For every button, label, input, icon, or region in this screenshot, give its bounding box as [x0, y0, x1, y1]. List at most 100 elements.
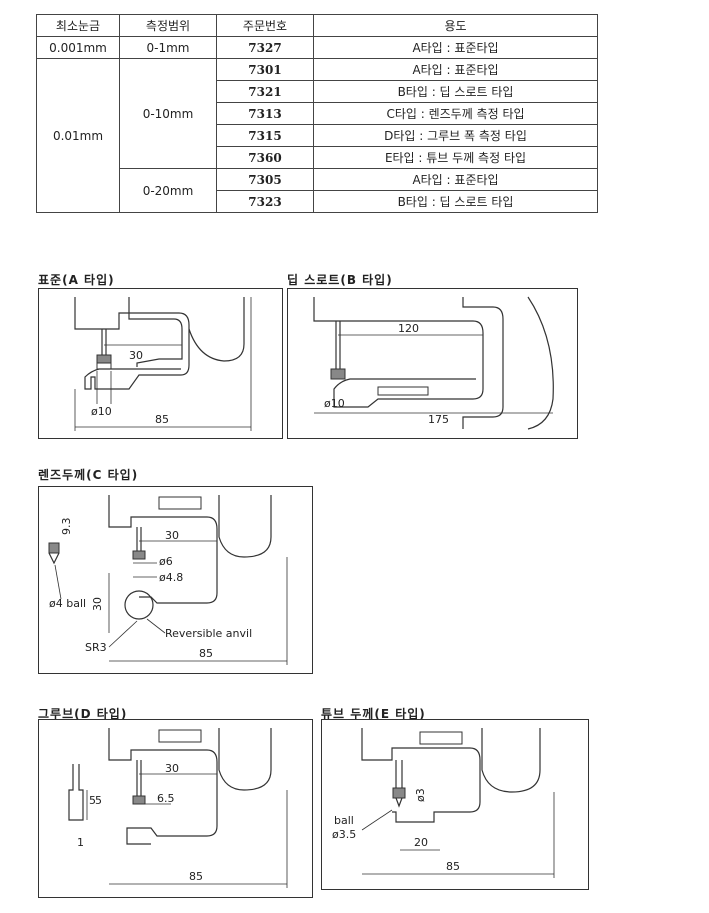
- ball-tip-point: [48, 552, 60, 565]
- drawing-type-a: 30 ø10 85: [38, 288, 283, 439]
- frame-outline: [108, 728, 218, 845]
- leader-line: [146, 618, 166, 634]
- dim-1: 1: [77, 836, 84, 849]
- ball-tip-point: [395, 797, 403, 808]
- frame-back: [188, 297, 245, 362]
- cell-code: 7327: [216, 36, 314, 59]
- cell-range: 0-1mm: [119, 36, 217, 59]
- spindle-knurl: [392, 787, 406, 799]
- name-plate: [377, 386, 429, 396]
- cell-resolution: 0.01mm: [36, 58, 120, 213]
- cell-use: A타입 : 표준타입: [313, 58, 598, 81]
- cell-code: 7305: [216, 168, 314, 191]
- cell-use: B타입 : 딥 스로트 타입: [313, 190, 598, 213]
- drawing-type-c: 30 ø6 ø4.8 9.3 ø4 ball 30 SR3 Reversible…: [38, 486, 313, 674]
- dim-30: 30: [129, 349, 143, 362]
- section-title-c: 렌즈두께(C 타입): [38, 468, 139, 482]
- frame-outline: [74, 297, 190, 390]
- section-title-a: 표준(A 타입): [38, 273, 115, 287]
- leader-line: [108, 620, 138, 648]
- anvil: [330, 368, 346, 380]
- dim-85: 85: [155, 413, 169, 426]
- spindle-knurl: [96, 354, 112, 364]
- dim-85: 85: [446, 860, 460, 873]
- cell-use: A타입 : 표준타입: [313, 168, 598, 191]
- name-plate: [158, 729, 202, 743]
- table-row: 0.01mm 0-10mm 7301 A타입 : 표준타입: [36, 58, 598, 213]
- spindle-knurl: [132, 550, 146, 560]
- col-header-range: 측정범위: [119, 14, 217, 37]
- col-header-use: 용도: [313, 14, 598, 37]
- cell-code: 7321: [216, 80, 314, 103]
- dim-85: 85: [199, 647, 213, 660]
- name-plate: [419, 731, 463, 745]
- cell-range: 0-10mm: [119, 58, 217, 169]
- dim-5a: 5: [89, 794, 96, 807]
- table-row: 0-20mm 7305 A타입 : 표준타입: [37, 168, 598, 213]
- dim-120: 120: [398, 322, 419, 335]
- cell-resolution: 0.001mm: [36, 36, 120, 59]
- frame-back: [527, 296, 554, 430]
- table-row: 0.001mm 0-1mm 7327 A타입 : 표준타입: [36, 36, 598, 59]
- table-row: 7323 B타입 : 딥 스로트 타입: [37, 190, 598, 213]
- frame-outline: [108, 495, 218, 604]
- ball-tip: [48, 542, 60, 554]
- cell-code: 7315: [216, 124, 314, 147]
- sr3-label: SR3: [85, 641, 107, 654]
- ball-label: ø4 ball: [49, 597, 86, 610]
- section-title-e: 튜브 두께(E 타입): [321, 707, 426, 721]
- cell-use: B타입 : 딥 스로트 타입: [313, 80, 598, 103]
- cell-code: 7323: [216, 190, 314, 213]
- drawing-type-d: 30 6.5 5 5 1 85: [38, 719, 313, 898]
- dim-dia48: ø4.8: [159, 571, 183, 584]
- ball-label: ball: [334, 814, 354, 827]
- frame-inner: [128, 297, 183, 367]
- reversible-anvil: [124, 590, 154, 620]
- name-plate: [158, 496, 202, 510]
- dim-dia10: ø10: [324, 397, 345, 410]
- cell-use: A타입 : 표준타입: [313, 36, 598, 59]
- frame-back: [218, 728, 272, 791]
- cell-code: 7301: [216, 58, 314, 81]
- section-title-d: 그루브(D 타입): [38, 707, 128, 721]
- drawing-type-e: ø3 ball ø3.5 20 85: [321, 719, 589, 890]
- frame-outline: [313, 297, 484, 408]
- cell-range: 0-20mm: [119, 168, 217, 213]
- dim-30: 30: [165, 762, 179, 775]
- dim-5b: 5: [95, 794, 102, 807]
- cell-code: 7313: [216, 102, 314, 125]
- leader-line: [361, 809, 393, 831]
- dim-dia10: ø10: [91, 405, 112, 418]
- dim-65: 6.5: [157, 792, 175, 805]
- dim-30v: 30: [91, 597, 104, 611]
- leader-line: [54, 564, 62, 600]
- spec-table: 최소눈금 측정범위 주문번호 용도 0.001mm 0-1mm 7327 A타입…: [36, 14, 598, 213]
- dim-dia35: ø3.5: [332, 828, 356, 841]
- anvil-label: Reversible anvil: [165, 627, 252, 640]
- dim-30: 30: [165, 529, 179, 542]
- drawing-type-b: 120 ø10 175: [287, 288, 578, 439]
- frame-back: [481, 728, 541, 793]
- frame-inner: [462, 297, 504, 429]
- cell-use: C타입 : 렌즈두께 측정 타입: [313, 102, 598, 125]
- dim-dia6: ø6: [159, 555, 173, 568]
- col-header-resolution: 최소눈금: [36, 14, 120, 37]
- section-title-b: 딥 스로트(B 타입): [287, 273, 393, 287]
- dim-93: 9.3: [60, 518, 73, 536]
- dim-20: 20: [414, 836, 428, 849]
- spindle-knurl: [132, 795, 146, 805]
- dim-dia3: ø3: [414, 788, 427, 802]
- col-header-code: 주문번호: [216, 14, 314, 37]
- blade-tip: [68, 764, 84, 821]
- dim-85: 85: [189, 870, 203, 883]
- frame-back: [218, 495, 272, 558]
- dim-175: 175: [428, 413, 449, 426]
- anvil: [96, 362, 112, 370]
- table-row: 7313 C타입 : 렌즈두께 측정 타입: [37, 102, 598, 125]
- cell-code: 7360: [216, 146, 314, 169]
- table-row: 7315 D타입 : 그루브 폭 측정 타입: [37, 124, 598, 147]
- frame-outline: [361, 728, 481, 823]
- cell-use: E타입 : 튜브 두께 측정 타입: [313, 146, 598, 169]
- cell-use: D타입 : 그루브 폭 측정 타입: [313, 124, 598, 147]
- table-header-row: 최소눈금 측정범위 주문번호 용도: [36, 14, 598, 37]
